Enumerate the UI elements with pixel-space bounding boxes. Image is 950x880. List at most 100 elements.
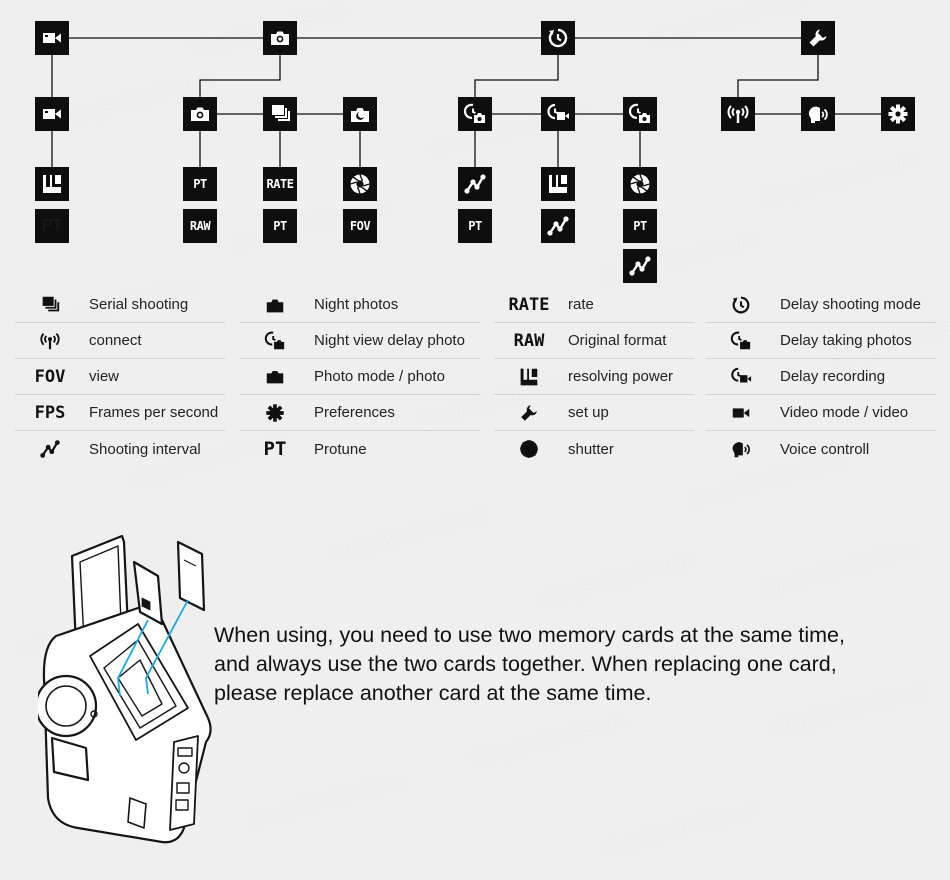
resolution-icon xyxy=(518,366,540,388)
photo-mode-node xyxy=(263,21,297,55)
watermark: Shop5881048 Store xyxy=(540,550,697,609)
note-line: please replace another card at the same … xyxy=(214,681,652,705)
protune-node: PT xyxy=(183,167,217,201)
watermark: Shop5881048 Store xyxy=(330,505,487,564)
watermark: Shop5881048 Store xyxy=(760,540,917,599)
wrench-icon xyxy=(806,26,830,50)
night-delay-photo-icon xyxy=(264,330,286,352)
legend-item: Shooting interval xyxy=(15,431,225,467)
legend-item: RAW Original format xyxy=(494,323,694,359)
legend-label: set up xyxy=(568,404,609,421)
photo-node xyxy=(183,97,217,131)
legend-item: Delay shooting mode xyxy=(706,287,936,323)
night-photo-icon xyxy=(348,102,372,126)
delay-video-node xyxy=(541,97,575,131)
shutter-icon xyxy=(348,172,372,196)
shutter-node xyxy=(623,167,657,201)
voice-icon xyxy=(806,102,830,126)
legend-item: resolving power xyxy=(494,359,694,395)
legend-item: connect xyxy=(15,323,225,359)
fov-node: FOV xyxy=(343,209,377,243)
resolution-node xyxy=(541,167,575,201)
legend-label: Original format xyxy=(568,332,667,349)
rate-icon: RATE xyxy=(508,294,550,315)
rate-node: RATE xyxy=(263,167,297,201)
wrench-icon xyxy=(518,402,540,424)
camera-icon xyxy=(268,26,292,50)
rate-label: RATE xyxy=(266,177,294,191)
connect-icon xyxy=(39,330,61,352)
legend-label: Shooting interval xyxy=(89,440,201,458)
delay-video-icon xyxy=(546,102,570,126)
video-node xyxy=(35,97,69,131)
delay-video-icon xyxy=(730,366,752,388)
resolution-icon xyxy=(40,172,64,196)
protune-label: PT xyxy=(633,219,647,233)
legend-item: Preferences xyxy=(240,395,480,431)
legend-item: set up xyxy=(494,395,694,431)
resolution-icon xyxy=(546,172,570,196)
protune-label: PT xyxy=(273,219,287,233)
camera-dual-card-illustration xyxy=(38,534,212,844)
legend-item: PT Protune xyxy=(240,431,480,467)
legend-item: FPS Frames per second xyxy=(15,395,225,431)
note-line: and always use the two cards together. W… xyxy=(214,652,837,676)
legend-label: Photo mode / photo xyxy=(314,368,445,385)
legend-label: resolving power xyxy=(568,368,674,385)
video-icon xyxy=(40,26,64,50)
protune-node: PT xyxy=(263,209,297,243)
delay-photo-icon xyxy=(730,330,752,352)
legend-item: Night photos xyxy=(240,287,480,323)
protune-node: PT xyxy=(35,209,69,243)
raw-node: RAW xyxy=(183,209,217,243)
protune-node: PT xyxy=(623,209,657,243)
protune-label: PT xyxy=(468,219,482,233)
night-photo-icon xyxy=(264,294,286,316)
protune-label: PT xyxy=(41,217,63,234)
watermark: Shop5881048 Store xyxy=(470,710,627,769)
shutter-icon xyxy=(628,172,652,196)
delay-mode-node xyxy=(541,21,575,55)
legend-item: Delay recording xyxy=(706,359,936,395)
shutter-node xyxy=(343,167,377,201)
legend-label: rate xyxy=(568,296,594,313)
protune-icon: PT xyxy=(263,438,287,460)
fov-label: FOV xyxy=(349,219,371,233)
camera-icon xyxy=(264,366,286,388)
legend-label: Night view delay photo xyxy=(314,332,465,349)
gear-icon xyxy=(886,102,910,126)
interval-icon xyxy=(463,172,487,196)
watermark: Shop5881048 Store xyxy=(250,770,407,829)
watermark: Shop5881048 Store xyxy=(600,800,757,859)
serial-shooting-icon xyxy=(39,294,61,316)
legend-item: FOV view xyxy=(15,359,225,395)
memory-card-note: When using, you need to use two memory c… xyxy=(214,621,944,708)
camera-icon xyxy=(188,102,212,126)
resolution-node xyxy=(35,167,69,201)
video-icon xyxy=(730,402,752,424)
fps-icon: FPS xyxy=(34,402,66,423)
legend-label: Serial shooting xyxy=(89,296,189,313)
night-delay-photo-icon xyxy=(628,102,652,126)
interval-node xyxy=(458,167,492,201)
legend-label: Night photos xyxy=(314,296,399,313)
legend-label: Delay recording xyxy=(780,368,886,385)
note-line: When using, you need to use two memory c… xyxy=(214,623,845,647)
connect-node xyxy=(721,97,755,131)
legend-item: Night view delay photo xyxy=(240,323,480,359)
protune-label: PT xyxy=(193,177,207,191)
legend-item: Serial shooting xyxy=(15,287,225,323)
legend-label: view xyxy=(89,368,120,385)
legend-item: RATE rate xyxy=(494,287,694,323)
legend-item: Delay taking photos xyxy=(706,323,936,359)
legend-label: Video mode / video xyxy=(780,404,909,421)
delay-icon xyxy=(546,26,570,50)
legend-label: shutter xyxy=(568,440,614,458)
legend-label: connect xyxy=(89,332,142,349)
connect-icon xyxy=(726,102,750,126)
interval-icon xyxy=(628,254,652,278)
protune-node: PT xyxy=(458,209,492,243)
delay-photo-node xyxy=(458,97,492,131)
voice-node xyxy=(801,97,835,131)
setup-node xyxy=(801,21,835,55)
